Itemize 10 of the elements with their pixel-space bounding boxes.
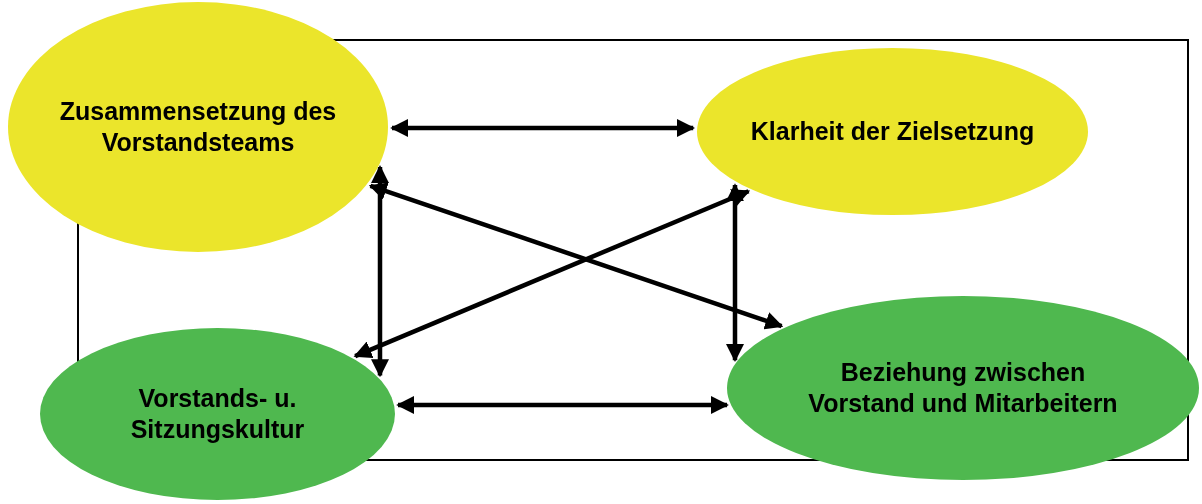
double-arrow [368, 182, 784, 330]
node-label: Beziehung zwischen Vorstand und Mitarbeitern [807, 356, 1119, 419]
double-arrow [353, 189, 751, 359]
double-arrow [396, 396, 729, 414]
double-arrow [390, 119, 695, 137]
double-arrow [371, 165, 389, 378]
node-label: Zusammensetzung des Vorstandsteams [58, 95, 338, 158]
double-arrow [726, 183, 744, 362]
node-label: Vorstands- u. Sitzungskultur [129, 382, 306, 445]
node-label: Klarheit der Zielsetzung [750, 115, 1035, 147]
